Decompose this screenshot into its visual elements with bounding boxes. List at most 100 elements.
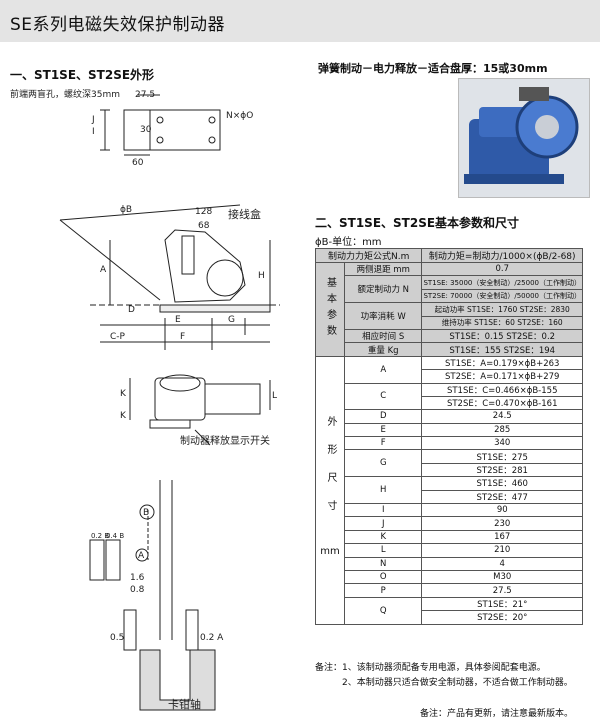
- dim-value: ST1SE：A=0.179×ϕB+263: [421, 355, 583, 371]
- roughness-0-8: 0.8: [130, 585, 145, 595]
- dim-c-p: C-P: [110, 332, 126, 342]
- dim-30: 30: [140, 125, 152, 135]
- dim-label: G: [343, 449, 423, 478]
- dim-value: 90: [421, 503, 583, 518]
- dim-k-bottom: K: [120, 411, 127, 421]
- row-value: ST1SE：0.15 ST2SE：0.2: [421, 328, 583, 344]
- dim-label: N: [343, 556, 423, 571]
- dim-label: Q: [343, 596, 423, 625]
- dim-label: J: [343, 516, 423, 531]
- dim-value: ST1SE：21°: [421, 596, 583, 612]
- dim-value: 167: [421, 529, 583, 545]
- datum-b-circle: B: [143, 508, 149, 518]
- dim-128: 128: [195, 207, 212, 217]
- dim-label: L: [343, 543, 423, 558]
- hole-note: 前端两盲孔，螺纹深35mm: [10, 88, 120, 100]
- dim-h: H: [258, 271, 265, 281]
- dim-label: I: [343, 503, 423, 518]
- dim-k-top: K: [120, 389, 127, 399]
- group-basic: 基本参数: [315, 262, 345, 357]
- table-row: ST2SE：A=0.171×ϕB+279: [316, 369, 583, 384]
- tol-0-5: 0.5: [110, 633, 124, 643]
- datum-a-circle: A: [138, 551, 145, 561]
- dim-value: ST1SE：275: [421, 449, 583, 464]
- dim-label: D: [343, 409, 423, 424]
- group-dims-label: 外形尺寸: [325, 415, 336, 528]
- table-row: 制动力力矩公式N.m 制动力矩=制动力/1000×(ϕB/2-68): [314, 248, 583, 263]
- dim-label: P: [343, 583, 423, 598]
- dim-d: D: [128, 305, 135, 315]
- unit-note: ϕB-单位：mm: [315, 237, 382, 248]
- phi-b-label: ϕB: [120, 205, 132, 215]
- row-value: ST2SE: 70000（安全制动）/50000（工作制动）: [421, 288, 583, 304]
- row-label: 重量 Kg: [343, 342, 423, 357]
- dim-f: F: [180, 332, 185, 342]
- dim-label: C: [343, 382, 423, 411]
- dim-value: ST2SE：20°: [421, 610, 583, 625]
- tol-0-4-b: 0.4 B: [106, 532, 124, 540]
- table-row: Q ST1SE：21°: [316, 596, 583, 625]
- dim-value: 340: [421, 436, 583, 451]
- dim-value: ST1SE：C=0.466×ϕB-155: [421, 382, 583, 397]
- dim-label: E: [343, 422, 423, 438]
- roughness-1-6: 1.6: [130, 573, 145, 583]
- table-row: 相应时间 S ST1SE：0.15 ST2SE：0.2: [316, 328, 583, 344]
- formula-value: 制动力矩=制动力/1000×(ϕB/2-68): [421, 248, 583, 263]
- dim-label: A: [343, 355, 423, 384]
- dim-value: 210: [421, 543, 583, 558]
- dim-value: ST2SE：281: [421, 462, 583, 478]
- table-row: 外形尺寸 mm A ST1SE：A=0.179×ϕB+263: [315, 355, 583, 625]
- table-row: 基本参数 两侧退距 mm 0.7: [315, 261, 583, 357]
- dim-value: 4: [421, 556, 583, 571]
- dim-label: H: [343, 476, 423, 505]
- dim-value: ST2SE：A=0.171×ϕB+279: [421, 369, 583, 384]
- caliper-top-view: [154, 377, 206, 421]
- dim-value: ST2SE：C=0.470×ϕB-161: [421, 395, 583, 411]
- table-row: G ST1SE：275: [316, 449, 583, 478]
- dim-g: G: [228, 315, 235, 325]
- dim-value: 27.5: [421, 583, 583, 598]
- dim-27-5: 27.5: [135, 90, 155, 100]
- table-row: ST2SE：20°: [316, 610, 583, 625]
- table-row: 额定制动力 N ST1SE: 35000（安全制动）/25000（工作制动）: [316, 275, 583, 304]
- section-params-title: 二、ST1SE、ST2SE基本参数和尺寸: [315, 216, 520, 230]
- dim-value: 285: [421, 422, 583, 438]
- table-row: 功率消耗 W 起动功率 ST1SE：1760 ST2SE：2830: [316, 302, 583, 330]
- dim-l: L: [272, 391, 277, 401]
- row-label: 额定制动力 N: [343, 275, 423, 304]
- dim-68: 68: [198, 221, 210, 231]
- table-row: 重量 Kg ST1SE：155 ST2SE：194: [316, 342, 583, 357]
- release-switch-label: 制动器释放显示开关: [180, 434, 270, 447]
- dim-e: E: [175, 315, 181, 325]
- dim-value: ST1SE：460: [421, 476, 583, 491]
- group-dims-unit: mm: [320, 545, 340, 557]
- row-label: 相应时间 S: [343, 328, 423, 344]
- row-label: 两侧退距 mm: [343, 261, 423, 277]
- brake-photo-illustration: [459, 79, 589, 197]
- spec-table: 制动力力矩公式N.m 制动力矩=制动力/1000×(ϕB/2-68) 基本参数 …: [314, 248, 583, 625]
- formula-label: 制动力力矩公式N.m: [314, 248, 423, 263]
- caliper-shaft-label: 卡钳轴: [168, 697, 201, 711]
- tol-0-2-a: 0.2 A: [200, 633, 224, 643]
- table-row: ST2SE: 70000（安全制动）/50000（工作制动）: [316, 288, 583, 304]
- footer-note: 备注：产品有更新，请注意最新版本。: [420, 709, 574, 719]
- table-row: ST2SE：477: [316, 489, 583, 505]
- section-outline-title: 一、ST1SE、ST2SE外形: [10, 68, 155, 82]
- dim-i: I: [92, 127, 95, 137]
- outline-drawing: 前端两盲孔，螺纹深35mm 27.5 N×ϕO 60 30 I J ϕB 128…: [10, 88, 280, 711]
- mount-plate-top: [149, 109, 221, 151]
- n-phi-o-label: N×ϕO: [226, 111, 253, 121]
- table-row: H ST1SE：460: [316, 476, 583, 505]
- page-header: SE系列电磁失效保护制动器: [0, 0, 600, 42]
- row-value: ST1SE：155 ST2SE：194: [421, 342, 583, 357]
- dim-a: A: [100, 265, 107, 275]
- table-row: 维持功率 ST1SE：60 ST2SE：160: [316, 315, 583, 330]
